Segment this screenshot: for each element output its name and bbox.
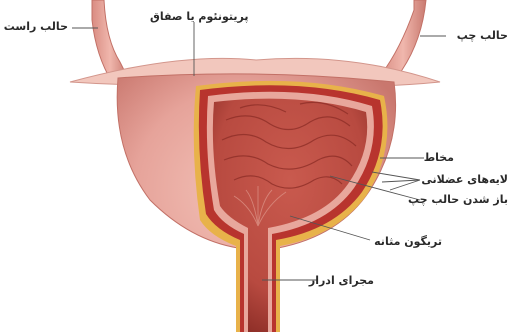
label-ureter-left: حالب چپ [457,29,508,43]
label-trigone: تریگون مثانه [374,235,442,249]
leader-muscle-1 [372,172,420,180]
label-ureter-opening: باز شدن حالب چپ [408,193,508,207]
label-ureter-right: حالب راست [4,20,68,34]
label-peritoneum: پریتونئوم یا صفاق [150,10,249,24]
label-muscle-layers: لایه‌های عضلانی [421,173,508,187]
label-mucosa: مخاط [424,151,454,165]
label-urethra: مجرای ادرار [309,274,374,288]
